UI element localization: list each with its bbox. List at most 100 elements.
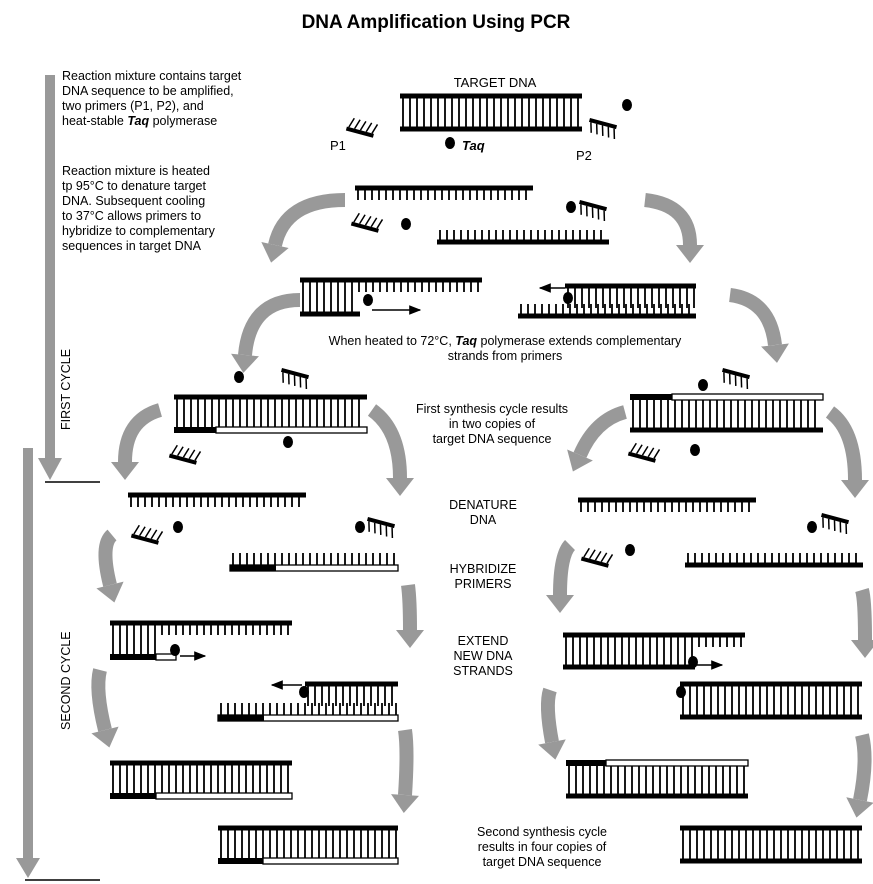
c2-primer-d-bases — [822, 517, 848, 535]
primer-p2-bases — [590, 122, 616, 140]
first-cycle-arrow — [38, 75, 100, 483]
second-cycle-label: SECOND CYCLE — [59, 631, 73, 730]
c2e-b-template-bases — [220, 703, 397, 715]
intro-taq: Taq — [127, 114, 149, 128]
intro-line-4: heat-stable Taq polymerase — [62, 114, 217, 128]
c2-single-c-bases — [580, 500, 750, 512]
intro-line-2: DNA sequence to be amplified, — [62, 84, 234, 98]
c2e-c-template — [563, 632, 745, 638]
denature-note-1: Reaction mixture is heated — [62, 164, 210, 178]
primer-copy2-bottom-backbone — [627, 451, 656, 463]
copy-2-new-strand — [671, 393, 824, 401]
extend-note-prefix: When heated to 72°C, — [329, 334, 456, 348]
c2-primer-b-backbone — [366, 517, 396, 529]
arrow-c2-left-head — [567, 449, 593, 472]
c2-single-d-bases — [687, 553, 857, 565]
denature-note-5: hybridize to complementary — [62, 224, 216, 238]
arrow-c2-denature-1-shaft — [98, 529, 118, 587]
c2-single-d-backbone — [685, 562, 863, 568]
arrow-denature-right-shaft — [643, 193, 697, 246]
denature-note-6: sequences in target DNA — [62, 239, 202, 253]
diagram-title: DNA Amplification Using PCR — [302, 12, 571, 33]
arrow-denature-right-head — [676, 245, 704, 263]
arrow-c2-denature-3-shaft — [553, 540, 576, 596]
target-dna-label: TARGET DNA — [454, 75, 537, 90]
c2e-d-pairs — [682, 684, 859, 717]
c2-single-a-bases — [130, 495, 300, 507]
c2-primer-a — [130, 524, 164, 545]
first-cycle-label: FIRST CYCLE — [59, 349, 73, 430]
copy-1-new-strand — [215, 426, 368, 434]
c2-single-b-primer — [230, 565, 276, 571]
arrow-extend-left-shaft — [238, 293, 301, 356]
c2e-a-template — [110, 620, 292, 626]
c2-primer-a-bases — [133, 524, 164, 541]
c2-taq-a — [173, 521, 183, 533]
final-copy-3-primer-segment — [566, 760, 606, 766]
c2-primer-c-backbone — [580, 556, 609, 568]
step-hybridize-2: PRIMERS — [455, 577, 512, 591]
arrow-c1-right-head — [386, 478, 414, 496]
denatured-top-strand-bases — [357, 188, 527, 200]
arrow-c2-denature-3-head — [546, 595, 574, 613]
second-result-2: results in four copies of — [478, 840, 607, 854]
final-copy-4-top-strand — [680, 825, 862, 831]
c2-single-b-bases — [232, 553, 395, 565]
c2e-b-taq — [299, 686, 309, 698]
primer-copy1-top-bases — [282, 372, 308, 390]
denatured-bottom-strand-bases — [439, 230, 602, 242]
extend-left-template-bases — [302, 280, 479, 292]
copy-2-template-strand — [630, 427, 823, 433]
c2e-d-new — [680, 681, 862, 687]
primer-p2-hybrid — [578, 200, 608, 222]
primer-p1-backbone — [345, 126, 374, 138]
final-copy-2-base-pairs — [220, 828, 397, 861]
c2e-b-pairs — [307, 684, 393, 706]
c2e-c-taq — [688, 656, 698, 668]
step-denature-2: DNA — [470, 513, 497, 527]
c2e-a-taq — [170, 644, 180, 656]
copy-1-base-pairs — [176, 397, 360, 430]
target-dna-bottom-strand — [400, 126, 582, 132]
arrow-c2-denature-4-shaft — [855, 587, 872, 641]
denature-note-2: tp 95°C to denature target — [62, 179, 207, 193]
taq-label: Taq — [462, 138, 485, 153]
copy-1-template-strand — [174, 394, 367, 400]
c2e-b-new — [305, 681, 398, 687]
final-copy-2-new-strand — [262, 857, 399, 865]
denature-note-3: DNA. Subsequent cooling — [62, 194, 205, 208]
primer-copy2-top-backbone — [721, 368, 751, 380]
c2e-c-template-bases — [565, 635, 742, 647]
primer-copy1-bottom-bases — [171, 444, 202, 461]
taq-polymerase — [445, 137, 455, 149]
taq-copy1-top — [234, 371, 244, 383]
denatured-bottom-strand-backbone — [437, 239, 609, 245]
target-dna-top-strand — [400, 93, 582, 99]
p1-label: P1 — [330, 138, 346, 153]
c2-primer-c-bases — [583, 547, 614, 564]
primer-copy2-top-bases — [723, 372, 749, 390]
final-copy-2-primer-segment — [218, 858, 263, 864]
denature-note-4: to 37°C allows primers to — [62, 209, 201, 223]
primer-p1-hybrid-backbone — [350, 221, 379, 233]
final-copy-1-primer-segment — [110, 793, 156, 799]
c2-primer-b — [366, 517, 396, 539]
primer-copy1-bottom-backbone — [168, 453, 197, 465]
final-copy-1-new-strand — [155, 792, 293, 800]
step-extend-3: STRANDS — [453, 664, 513, 678]
c2-taq-b — [355, 521, 365, 533]
arrow-extend-right-shaft — [728, 288, 782, 347]
primer-p1-bases — [348, 117, 379, 134]
step-denature-1: DENATURE — [449, 498, 517, 512]
primer-p2-hybrid-bases — [580, 204, 606, 222]
taq-polymerase-2 — [622, 99, 632, 111]
extend-note-2: strands from primers — [448, 349, 563, 363]
second-result-3: target DNA sequence — [483, 855, 602, 869]
first-result-3: target DNA sequence — [433, 432, 552, 446]
second-result-1: Second synthesis cycle — [477, 825, 607, 839]
arrow-c2-extend-2-shaft — [398, 728, 414, 796]
step-extend-2: NEW DNA — [453, 649, 513, 663]
intro-line-4-prefix: heat-stable — [62, 114, 127, 128]
final-copy-2-template-strand — [218, 825, 398, 831]
